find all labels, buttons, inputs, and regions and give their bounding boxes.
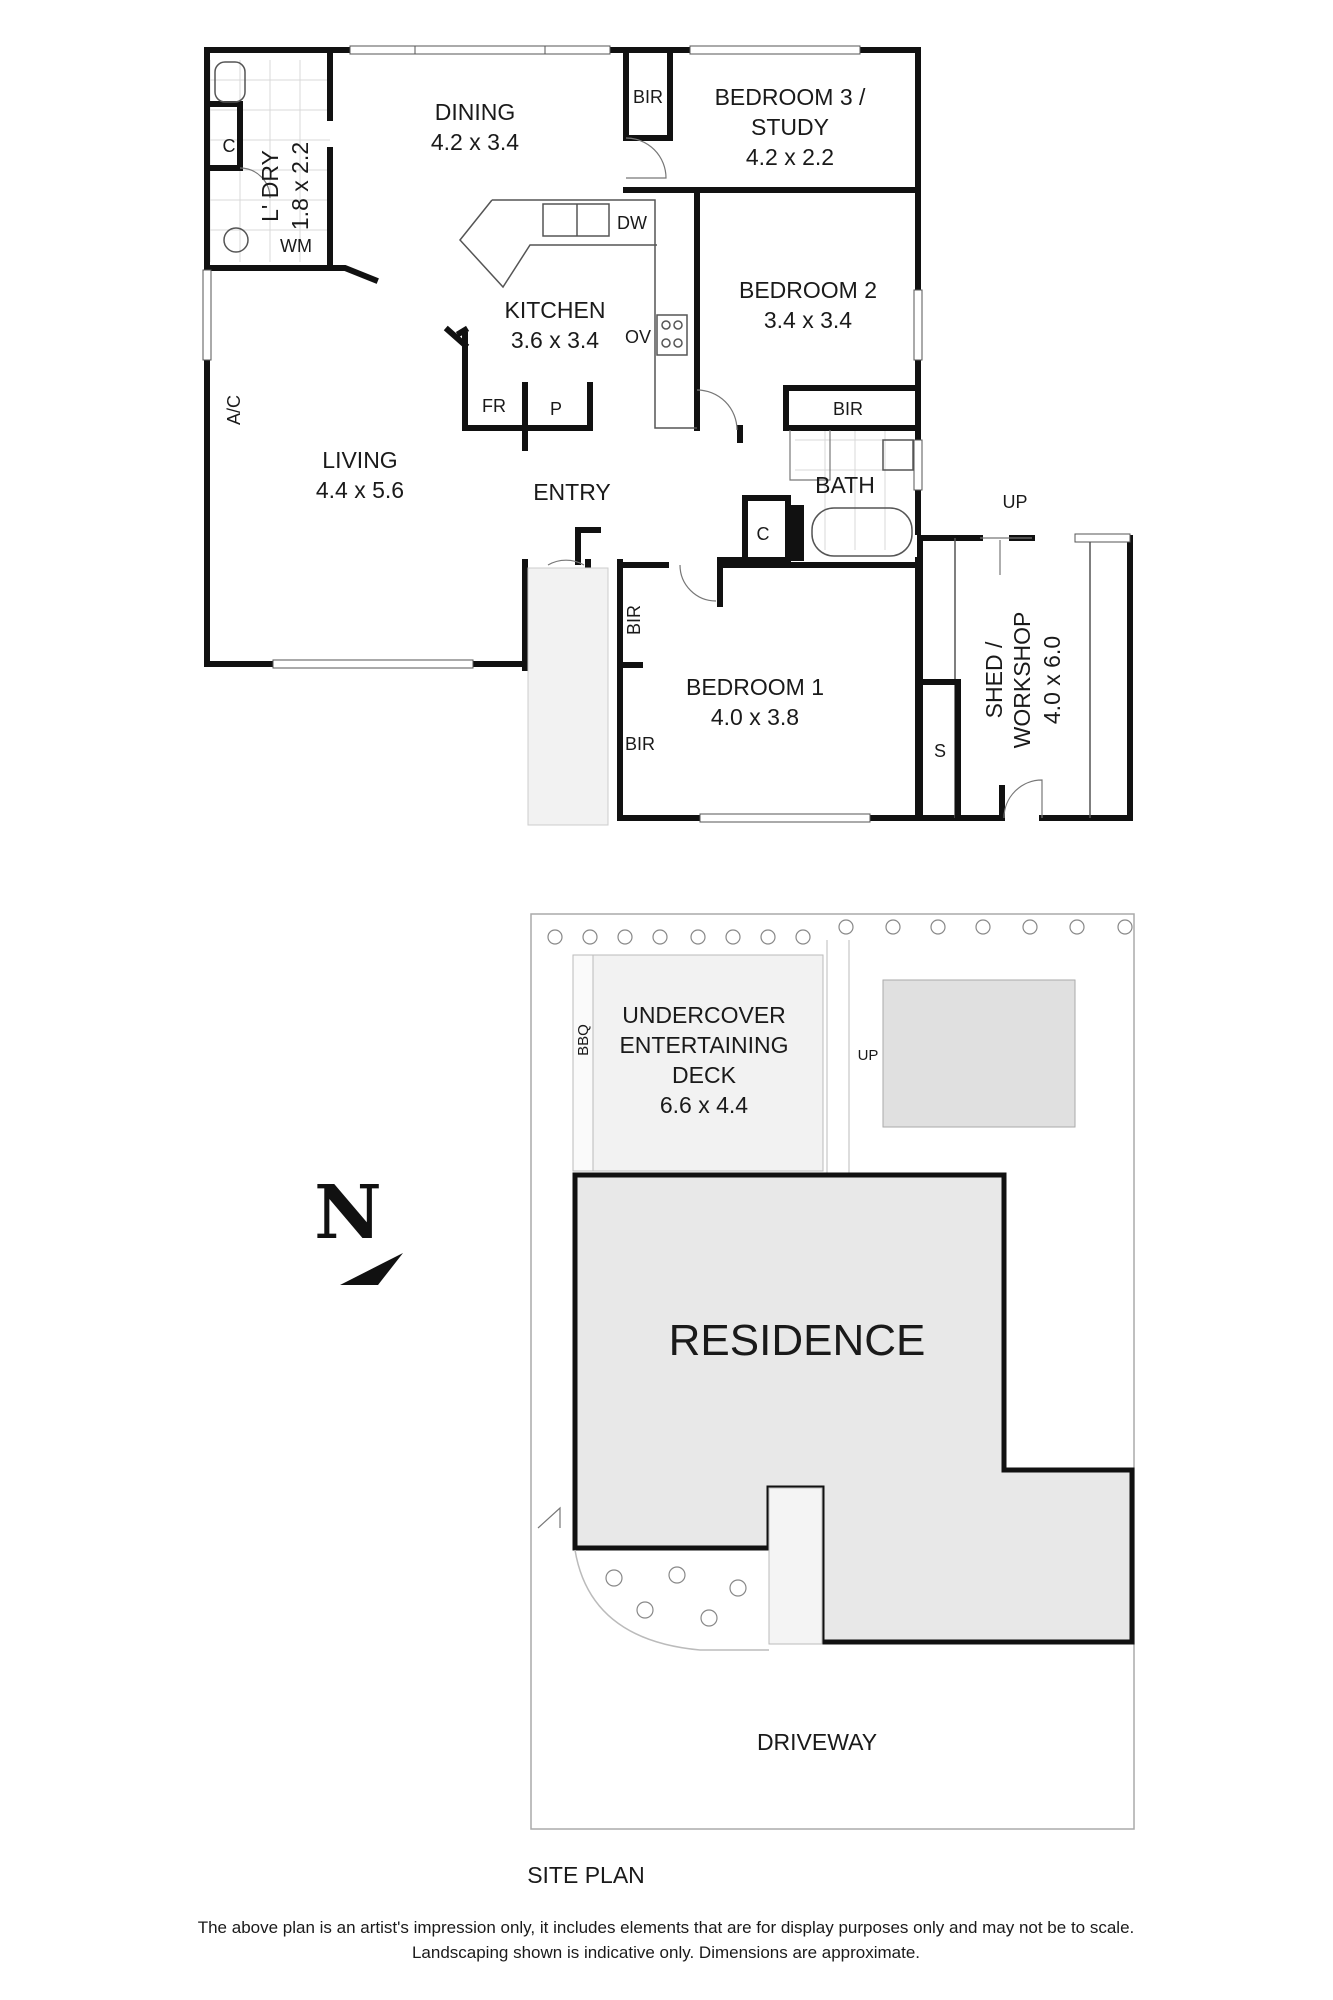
entry-label: ENTRY [533, 479, 611, 505]
up-label-shed: UP [1002, 492, 1027, 512]
deck-label-line3: DECK [672, 1062, 737, 1088]
bbq-label: BBQ [575, 1024, 592, 1056]
disclaimer-line2: Landscaping shown is indicative only. Di… [412, 1943, 920, 1962]
up-label-deck: UP [858, 1047, 879, 1064]
disclaimer-line1: The above plan is an artist's impression… [198, 1918, 1135, 1937]
bedroom3-label-line1: BEDROOM 3 / [715, 84, 866, 110]
cupboard-label-laundry: C [223, 136, 236, 156]
shed-dims: 4.0 x 6.0 [1039, 636, 1065, 724]
hwu-block [788, 505, 804, 561]
trees [547, 919, 1133, 1627]
cooktop-icon [656, 314, 688, 356]
bir-label-bed2: BIR [833, 399, 863, 419]
dining-dims: 4.2 x 3.4 [431, 129, 519, 155]
dishwasher-label: DW [617, 213, 647, 233]
trough-icon [223, 227, 249, 253]
bir-label-bed3: BIR [633, 87, 663, 107]
pool-area [882, 979, 1076, 1128]
bedroom3-label-line2: STUDY [751, 114, 829, 140]
residence-label: RESIDENCE [669, 1316, 926, 1365]
laundry-dims: 1.8 x 2.2 [287, 142, 313, 230]
room-labels: DINING 4.2 x 3.4 BEDROOM 3 / STUDY 4.2 x… [257, 84, 1065, 748]
bedroom1-dims: 4.0 x 3.8 [711, 704, 799, 730]
deck-dims: 6.6 x 4.4 [660, 1092, 748, 1118]
kitchen-label: KITCHEN [505, 297, 606, 323]
kitchen-sink-icon [542, 203, 610, 237]
door-swings [239, 137, 1043, 819]
north-arrow-icon: N [314, 1170, 403, 1285]
aircon-label: A/C [224, 395, 244, 425]
bath-label: BATH [815, 472, 875, 498]
living-dims: 4.4 x 5.6 [316, 477, 404, 503]
oven-label: OV [625, 327, 651, 347]
shed-label-line2: WORKSHOP [1009, 612, 1035, 749]
cupboard-label-hall: C [757, 524, 770, 544]
basin-icon [882, 439, 914, 471]
pantry-label: P [550, 399, 562, 419]
residence-footprint [572, 1172, 1135, 1645]
bathtub-icon [811, 507, 913, 557]
living-label: LIVING [322, 447, 397, 473]
fridge-label: FR [482, 396, 506, 416]
windows [202, 45, 1131, 823]
deck-area [572, 954, 824, 1172]
driveway-label: DRIVEWAY [757, 1729, 877, 1755]
site-plan-title: SITE PLAN [527, 1862, 645, 1888]
kitchen-dims: 3.6 x 3.4 [511, 327, 599, 353]
fixture-labels: BIR C WM DW OV FR P A/C BIR C BIR BIR S … [223, 87, 1028, 761]
garden-bed [574, 1549, 769, 1651]
deck-label-line2: ENTERTAINING [619, 1032, 788, 1058]
svg-text:N: N [314, 1170, 382, 1256]
storage-label: S [934, 741, 946, 761]
shed-label-line1: SHED / [981, 641, 1007, 718]
entry-porch [527, 567, 609, 826]
site-boundary [530, 913, 1135, 1830]
bedroom2-dims: 3.4 x 3.4 [764, 307, 852, 333]
floor-plan-walls [202, 45, 1133, 826]
deck-label-line1: UNDERCOVER [622, 1002, 786, 1028]
laundry-label: L' DRY [257, 150, 283, 222]
dining-label: DINING [435, 99, 516, 125]
toilet-icon [214, 61, 246, 103]
bedroom2-label: BEDROOM 2 [739, 277, 877, 303]
bedroom1-label: BEDROOM 1 [686, 674, 824, 700]
laundry-tile-floor [205, 60, 330, 262]
site-plan: UNDERCOVER ENTERTAINING DECK 6.6 x 4.4 B… [527, 913, 1135, 1888]
bedroom3-dims: 4.2 x 2.2 [746, 144, 834, 170]
bir-label-bed1-upper: BIR [624, 605, 644, 635]
washing-machine-label: WM [280, 236, 312, 256]
bir-label-bed1-lower: BIR [625, 734, 655, 754]
